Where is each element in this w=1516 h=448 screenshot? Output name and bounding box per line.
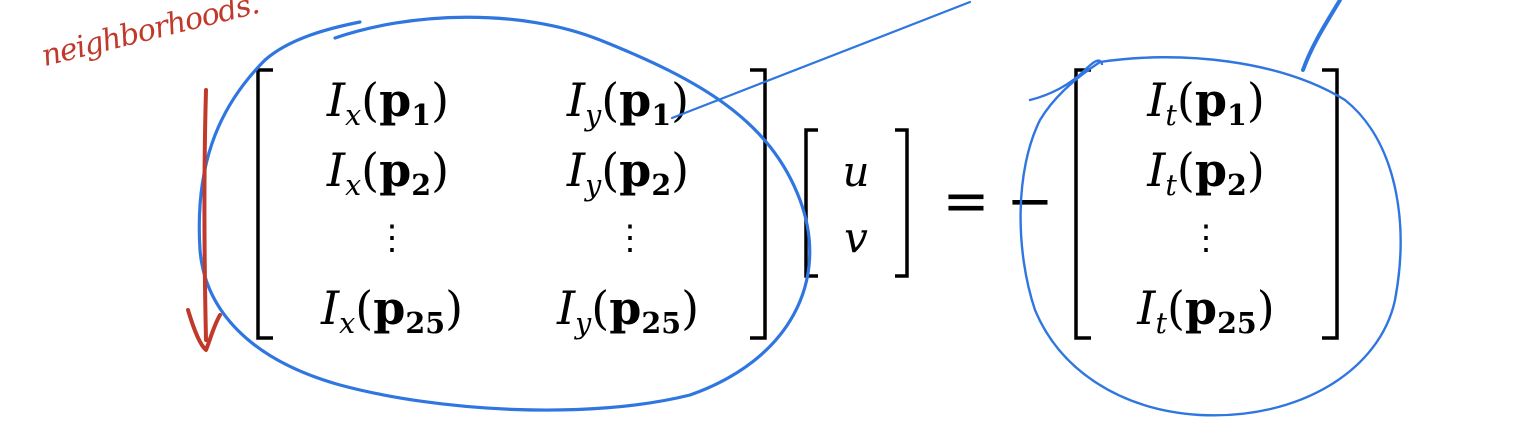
neighborhoods-label: neighborhoods. [38,0,263,74]
vector-b-r2: It(p2) [1147,143,1265,203]
minus-hook [1028,59,1104,102]
vector-v: v [844,213,868,262]
minus-sign: − [1006,169,1054,234]
vector-uv-right-bracket [895,128,909,278]
matrix-a-left-bracket [256,68,273,340]
vector-b-left-bracket [1074,68,1091,340]
vector-u: u [842,147,870,196]
matrix-a-vdots-c1: ⋮ [375,218,409,258]
matrix-a-right-bracket [750,68,767,340]
vector-b-r1: It(p1) [1147,73,1265,133]
vector-b-right-bracket [1322,68,1339,340]
matrix-a-r1-c2: Iy(p1) [566,73,690,133]
matrix-a-r1-c1: Ix(p1) [326,73,450,133]
red-down-arrow [186,88,222,352]
matrix-a-r2-c2: Iy(p2) [566,143,690,203]
matrix-a-r2-c1: Ix(p2) [326,143,450,203]
equals-sign: = [942,169,990,234]
matrix-a-r25-c2: Iy(p25) [556,281,700,341]
vector-b-vdots: ⋮ [1189,218,1223,258]
matrix-a-blue-circle [197,15,812,412]
pointer-line [670,0,972,120]
matrix-a-vdots-c2: ⋮ [613,218,647,258]
vector-uv-left-bracket [804,128,818,278]
matrix-a-r25-c1: Ix(p25) [320,281,464,341]
top-right-stroke [1301,0,1342,72]
vector-b-r25: It(p25) [1137,281,1275,341]
